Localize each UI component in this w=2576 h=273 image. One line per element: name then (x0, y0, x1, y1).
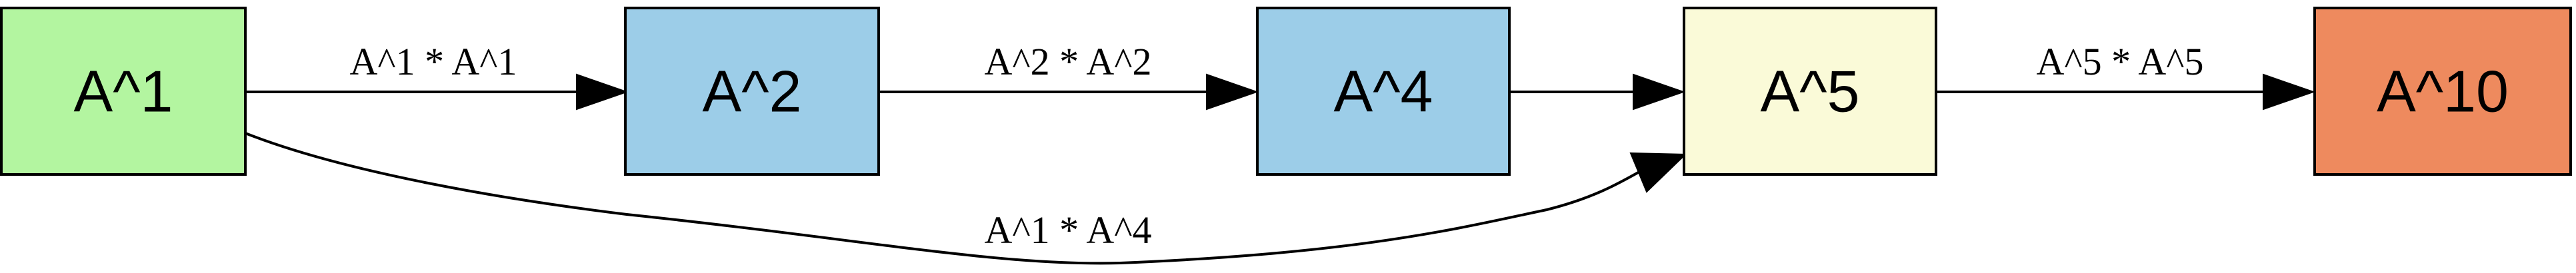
node-a10-label: A^10 (2377, 59, 2509, 125)
edge-a1-a5: A^1 * A^4 (245, 132, 1687, 265)
node-a10-box (2313, 7, 2572, 176)
node-a2-label: A^2 (703, 59, 802, 125)
node-a4-label: A^4 (1334, 59, 1433, 125)
edge-a4-a5 (1509, 73, 1686, 111)
edge-a2-a4-arrowhead (1206, 73, 1259, 111)
edge-a5-a10: A^5 * A^5 (1936, 40, 2316, 111)
edge-a1-a5-arrowhead (1629, 152, 1687, 193)
edge-a1-a5-label: A^1 * A^4 (984, 208, 1151, 252)
edge-a4-a5-arrowhead (1633, 73, 1686, 111)
edge-a1-a2: A^1 * A^1 (245, 40, 629, 111)
node-a1-label: A^1 (74, 59, 173, 125)
node-a4: A^4 (1256, 7, 1511, 176)
edge-a2-a4: A^2 * A^2 (879, 40, 1259, 111)
edge-a5-a10-arrowhead (2263, 73, 2316, 111)
node-a1: A^1 (0, 7, 247, 176)
edge-a1-a2-label: A^1 * A^1 (349, 40, 517, 83)
node-a4-box (1256, 7, 1511, 176)
edge-a1-a5-curve (245, 132, 1647, 265)
edge-a5-a10-label: A^5 * A^5 (2036, 40, 2203, 83)
node-a5-label: A^5 (1761, 59, 1860, 125)
node-a10: A^10 (2313, 7, 2572, 176)
node-a1-box (0, 7, 247, 176)
node-a5: A^5 (1683, 7, 1937, 176)
node-a2-box (624, 7, 880, 176)
edge-a2-a4-label: A^2 * A^2 (984, 40, 1151, 83)
node-a2: A^2 (624, 7, 880, 176)
edge-a1-a2-arrowhead (576, 73, 629, 111)
node-a5-box (1683, 7, 1937, 176)
